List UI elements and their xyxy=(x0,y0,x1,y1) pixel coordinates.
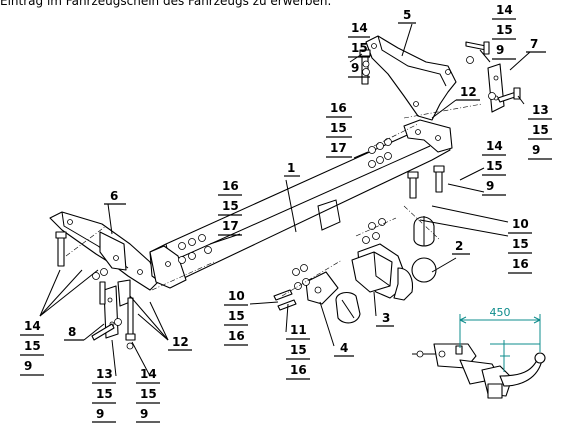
callout-8-label: 8 xyxy=(68,325,76,339)
callout-4: 4 xyxy=(334,341,354,357)
left-side-bracket xyxy=(49,211,159,291)
stack-16b-row1: 16 xyxy=(222,179,239,193)
callout-8: 8 xyxy=(64,325,84,341)
callout-2: 2 xyxy=(452,239,470,255)
callout-stack-14-left: 14 15 9 xyxy=(20,319,44,376)
stack-11-row1: 11 xyxy=(290,323,307,337)
stack-16a-row3: 17 xyxy=(330,141,347,155)
stack-13a-row2: 15 xyxy=(532,123,549,137)
stack-14c-row1: 14 xyxy=(486,139,503,153)
small-plate xyxy=(487,63,505,113)
callout-stack-14-bottom: 14 15 9 xyxy=(136,367,160,423)
callout-stack-10-center: 10 15 16 xyxy=(224,289,248,346)
callout-4-label: 4 xyxy=(340,341,348,355)
stack-14c-row2: 15 xyxy=(486,159,503,173)
stack-10b-row1: 10 xyxy=(228,289,245,303)
callout-1: 1 xyxy=(284,161,300,177)
stack-14d-row1: 14 xyxy=(24,319,41,333)
bolts xyxy=(55,41,521,341)
inset-fitted-view xyxy=(412,343,546,399)
stack-10a-row1: 10 xyxy=(512,217,529,231)
callout-7: 7 xyxy=(526,37,546,53)
callout-stack-16-left: 16 15 17 xyxy=(218,179,242,236)
stack-14d-row2: 15 xyxy=(24,339,41,353)
callout-stack-14-top-left: 14 15 9 xyxy=(348,21,370,78)
header-text: Eintrag im Fahrzeugschein des Fahrzeugs … xyxy=(0,0,332,8)
stack-13b-row1: 13 xyxy=(96,367,113,381)
callout-12-right: 12 xyxy=(456,85,480,101)
callout-stack-13-right: 13 15 9 xyxy=(528,103,552,160)
callout-stack-14-top-right: 14 15 9 xyxy=(492,3,516,60)
dimension-value: 450 xyxy=(490,306,511,319)
assembly-axes xyxy=(65,103,483,297)
stack-10a-row2: 15 xyxy=(512,237,529,251)
stack-14e-row2: 15 xyxy=(140,387,157,401)
callout-5-label: 5 xyxy=(403,8,411,22)
leader-lines xyxy=(39,23,531,377)
stack-14b-row3: 9 xyxy=(496,43,504,57)
stack-14d-row3: 9 xyxy=(24,359,32,373)
socket-block xyxy=(351,251,393,293)
callout-3-label: 3 xyxy=(382,311,390,325)
callout-12-left-label: 12 xyxy=(172,335,189,349)
callout-stack-13-bottom: 13 15 9 xyxy=(92,367,116,423)
callout-2-label: 2 xyxy=(455,239,463,253)
callout-stack-11: 11 15 16 xyxy=(286,323,310,380)
stack-16b-row3: 17 xyxy=(222,219,239,233)
stack-14a-row2: 15 xyxy=(351,41,368,55)
stack-14b-row1: 14 xyxy=(496,3,513,17)
dimension-annotation: 450 xyxy=(459,306,541,372)
cross-beam xyxy=(149,119,453,289)
callout-stack-14-middle-right: 14 15 9 xyxy=(482,139,506,196)
callout-stack-16-center: 16 15 17 xyxy=(326,101,352,158)
nuts-and-washers xyxy=(92,56,496,350)
callout-7-label: 7 xyxy=(530,37,538,51)
callout-1-label: 1 xyxy=(287,161,295,175)
callout-12-right-label: 12 xyxy=(460,85,477,99)
stack-14b-row2: 15 xyxy=(496,23,513,37)
stack-11-row2: 15 xyxy=(290,343,307,357)
socket-plate xyxy=(305,271,361,324)
stack-14a-row1: 14 xyxy=(351,21,368,35)
callout-stack-10-right: 10 15 16 xyxy=(508,217,532,274)
callout-6: 6 xyxy=(104,189,126,205)
callout-12-left: 12 xyxy=(168,335,192,351)
callout-6-label: 6 xyxy=(110,189,118,203)
stack-13a-row3: 9 xyxy=(532,143,540,157)
stack-13b-row2: 15 xyxy=(96,387,113,401)
stack-16b-row2: 15 xyxy=(222,199,239,213)
right-side-bracket xyxy=(365,35,457,121)
callout-3: 3 xyxy=(376,311,394,327)
stack-10a-row3: 16 xyxy=(512,257,529,271)
stack-10b-row2: 15 xyxy=(228,309,245,323)
stack-10b-row3: 16 xyxy=(228,329,245,343)
stack-13a-row1: 13 xyxy=(532,103,549,117)
stack-16a-row2: 15 xyxy=(330,121,347,135)
callout-5: 5 xyxy=(398,8,416,24)
stack-14c-row3: 9 xyxy=(486,179,494,193)
stack-14e-row3: 9 xyxy=(140,407,148,421)
stack-11-row3: 16 xyxy=(290,363,307,377)
stack-13b-row3: 9 xyxy=(96,407,104,421)
stack-16a-row1: 16 xyxy=(330,101,347,115)
stack-14e-row1: 14 xyxy=(140,367,157,381)
stack-14a-row3: 9 xyxy=(351,61,359,75)
